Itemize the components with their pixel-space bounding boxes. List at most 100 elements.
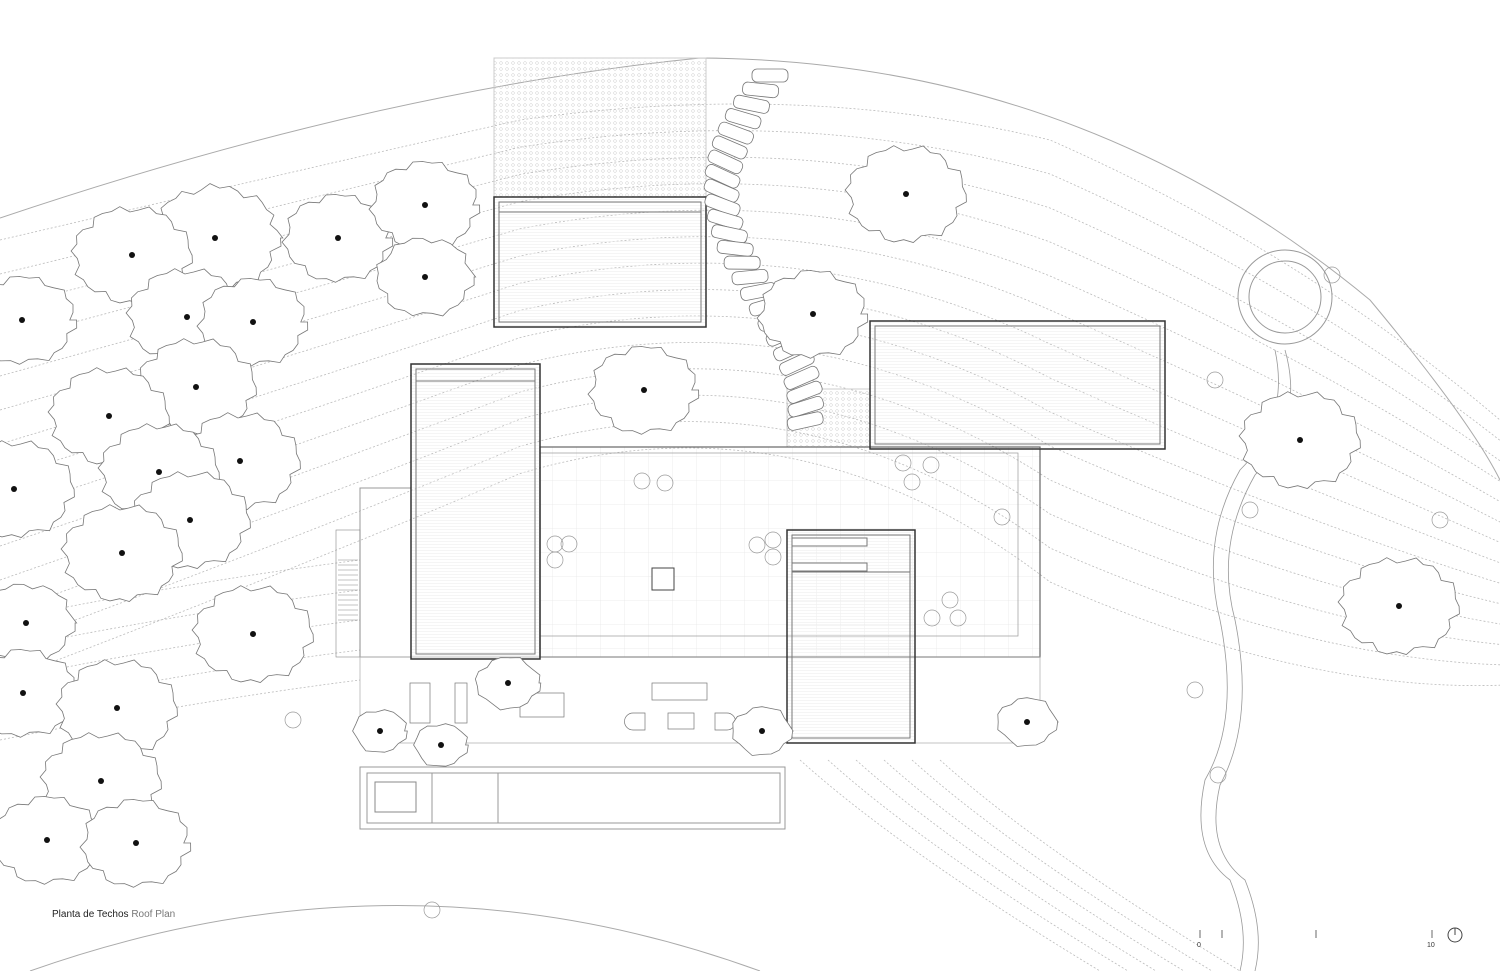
tree-trunk: [19, 317, 25, 323]
shrub: [1186, 681, 1204, 699]
tree-trunk: [119, 550, 125, 556]
tree: [60, 504, 183, 602]
tree-trunk: [810, 311, 816, 317]
tree-trunk: [44, 837, 50, 843]
tree-trunk: [903, 191, 909, 197]
tree: [55, 659, 178, 757]
tree-trunk: [1297, 437, 1303, 443]
tree-canopy: [0, 583, 78, 663]
tree-trunk: [184, 314, 190, 320]
tree-canopy: [0, 440, 75, 538]
shrub: [1206, 371, 1224, 389]
shrub: [1431, 511, 1449, 529]
shrub: [922, 456, 940, 474]
stepping-stone: [724, 108, 762, 130]
roof-block-east: [869, 320, 1166, 450]
tree-trunk: [98, 778, 104, 784]
tree-trunk: [193, 384, 199, 390]
shrub: [764, 531, 782, 549]
tree: [844, 145, 967, 243]
tree: [0, 583, 78, 663]
stepping-stone: [716, 239, 754, 257]
pool-platform: [359, 766, 786, 830]
tree: [0, 796, 103, 885]
contour-line: [799, 759, 1101, 971]
shrub: [903, 473, 921, 491]
tree-trunk: [335, 235, 341, 241]
drawing-caption: Planta de Techos Roof Plan: [52, 909, 175, 920]
site-boundary: [0, 57, 1500, 481]
contour-line: [0, 447, 1500, 686]
tree-trunk: [156, 469, 162, 475]
tree-trunk: [20, 690, 26, 696]
shrub: [894, 454, 912, 472]
tree: [413, 723, 469, 767]
scale-end-label: 10: [1427, 942, 1435, 949]
stepping-stone: [733, 94, 770, 114]
tree: [1337, 557, 1460, 655]
tree: [587, 346, 700, 435]
tree-trunk: [422, 202, 428, 208]
stepping-stone: [707, 149, 744, 175]
contour-line: [0, 421, 1500, 666]
roundabout-inner: [1248, 260, 1322, 334]
tree-trunk: [11, 486, 17, 492]
tree-trunk: [1396, 603, 1402, 609]
shrub: [656, 474, 674, 492]
pool-inner: [366, 772, 781, 824]
scale-bar: [1199, 930, 1433, 938]
jacuzzi: [374, 781, 417, 813]
tree-trunk: [641, 387, 647, 393]
north-arrow-icon: [1447, 927, 1463, 943]
tree-trunk: [1024, 719, 1030, 725]
tree-canopy: [0, 649, 79, 738]
tree: [1238, 391, 1361, 489]
stepping-stone: [711, 135, 748, 160]
tree: [368, 161, 481, 250]
roof-block-north: [493, 196, 707, 328]
tree-trunk: [106, 413, 112, 419]
shrub: [633, 472, 651, 490]
tree-trunk: [212, 235, 218, 241]
shrubs: [284, 266, 1449, 919]
tree-trunk: [129, 252, 135, 258]
tree: [997, 697, 1059, 747]
stepping-stone: [704, 164, 741, 189]
roundabout: [1237, 249, 1333, 345]
tree: [0, 649, 79, 738]
tree: [352, 709, 408, 753]
stepping-stone: [742, 81, 780, 99]
stepping-stone: [723, 255, 761, 270]
shrub: [1241, 501, 1259, 519]
trees: [0, 145, 1460, 888]
tree-trunk: [438, 742, 444, 748]
tree-trunk: [23, 620, 29, 626]
contour-line: [0, 183, 1500, 482]
skylight: [651, 567, 675, 591]
contour-line: [911, 759, 1213, 971]
stepping-stone: [786, 411, 824, 431]
shrub: [748, 536, 766, 554]
outdoor-furniture: [409, 682, 736, 731]
tree: [79, 799, 192, 888]
tree: [732, 706, 794, 756]
stepping-stone: [786, 380, 823, 404]
tree: [196, 278, 309, 367]
shrub: [560, 535, 578, 553]
stepping-stone: [710, 224, 748, 244]
tree-trunk: [114, 705, 120, 711]
tree-trunk: [377, 728, 383, 734]
shrub: [923, 609, 941, 627]
tree: [0, 440, 75, 538]
contour-line: [0, 394, 1500, 645]
shrub: [1323, 266, 1341, 284]
tree-trunk: [237, 458, 243, 464]
stepping-stone: [783, 365, 820, 390]
tree: [376, 237, 477, 317]
shrub: [941, 591, 959, 609]
tree: [281, 194, 394, 283]
tree-trunk: [187, 517, 193, 523]
shrub: [949, 609, 967, 627]
